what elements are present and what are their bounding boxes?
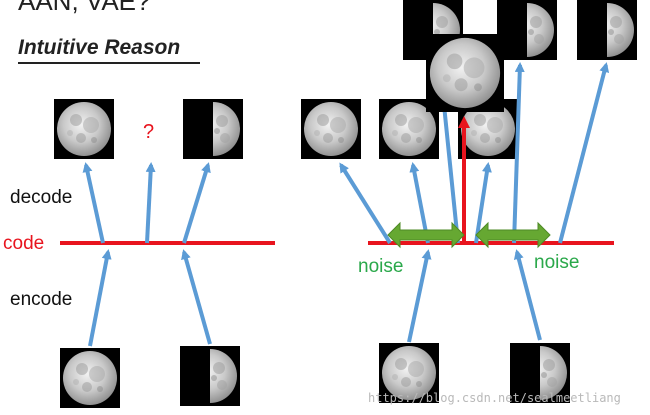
encode-arrow-full bbox=[88, 249, 112, 347]
question-mark: ? bbox=[143, 121, 155, 143]
half-moon-icon bbox=[183, 99, 243, 159]
code-label: code bbox=[3, 233, 45, 254]
right-decode-arrow-4 bbox=[474, 162, 492, 244]
right-encode-arrow-half bbox=[513, 249, 542, 341]
decode-arrow-half bbox=[182, 162, 211, 244]
half-moon-icon bbox=[180, 346, 240, 406]
encode-arrow-half bbox=[181, 249, 212, 345]
half-moon-icon bbox=[497, 0, 557, 60]
full-moon-icon bbox=[54, 99, 114, 159]
noise-double-arrow-right bbox=[475, 221, 551, 249]
encode-label: encode bbox=[10, 289, 73, 310]
page-title: Intuitive Reason bbox=[18, 36, 181, 59]
decode-label: decode bbox=[10, 187, 73, 208]
noise-double-arrow-left bbox=[387, 221, 465, 249]
cut-off-top-text: AAN, VAE? bbox=[18, 0, 151, 16]
noise-label-right: noise bbox=[534, 252, 580, 273]
right-decode-arrow-6 bbox=[558, 62, 610, 244]
right-decode-arrow-5 bbox=[512, 62, 525, 244]
full-moon-icon bbox=[426, 34, 504, 112]
decode-arrow-full bbox=[82, 162, 105, 244]
full-moon-icon bbox=[60, 348, 120, 408]
title-underline bbox=[18, 62, 200, 64]
half-moon-icon bbox=[577, 0, 637, 60]
decode-arrow-mid bbox=[145, 162, 156, 244]
right-decode-arrow-3 bbox=[441, 94, 460, 244]
right-encode-arrow-full bbox=[407, 249, 432, 343]
watermark: https://blog.csdn.net/sealmeetliang bbox=[368, 391, 621, 405]
full-moon-icon bbox=[301, 99, 361, 159]
noise-label-left: noise bbox=[358, 256, 404, 277]
right-decode-arrow-1 bbox=[339, 162, 392, 245]
